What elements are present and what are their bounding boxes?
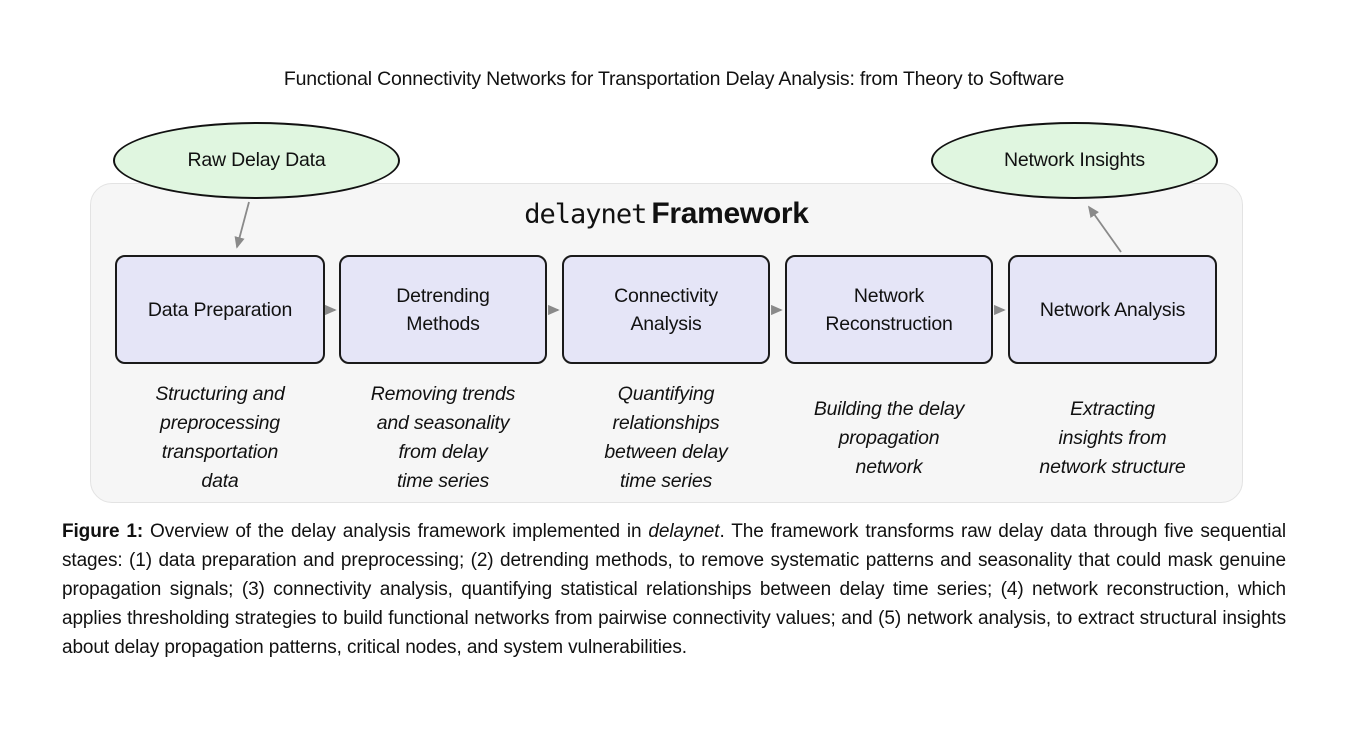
stage-box-connectivity-analysis: Connectivity Analysis — [562, 255, 770, 364]
caption-italic-term: delaynet — [648, 521, 720, 542]
stage-label: Data Preparation — [147, 298, 293, 321]
input-node-label: Raw Delay Data — [187, 149, 326, 171]
stage-description-connectivity-analysis: Quantifying relationships between delay … — [604, 383, 728, 492]
output-node-label: Network Insights — [1004, 149, 1145, 171]
stage-label: Network Analysis — [1039, 298, 1186, 321]
stage-label: Network Reconstruction — [825, 284, 953, 335]
stage-box-detrending-methods: Detrending Methods — [339, 255, 547, 364]
output-node-ellipse: Network Insights — [931, 122, 1218, 199]
caption-text-before: Overview of the delay analysis framework… — [143, 521, 649, 542]
stage-description-network-reconstruction: Building the delay propagation network — [813, 397, 965, 478]
stage-description-detrending-methods: Removing trends and seasonality from del… — [370, 383, 516, 492]
caption-label: Figure 1: — [62, 521, 144, 542]
stage-label: Connectivity Analysis — [614, 284, 718, 335]
figure-caption: Figure 1: Overview of the delay analysis… — [62, 517, 1286, 662]
paper-title: Functional Connectivity Networks for Tra… — [283, 68, 1065, 90]
framework-word-bold: Framework — [651, 197, 809, 230]
framework-name-mono: delaynet — [524, 199, 647, 230]
caption-text-after: . The framework transforms raw delay dat… — [62, 521, 1286, 658]
stage-label: Detrending Methods — [396, 284, 490, 335]
stage-box-data-preparation: Data Preparation — [115, 255, 325, 364]
stage-description-network-analysis: Extracting insights from network structu… — [1039, 397, 1186, 478]
stage-box-network-reconstruction: Network Reconstruction — [785, 255, 993, 364]
stage-description-data-preparation: Structuring and preprocessing transporta… — [155, 383, 285, 492]
stage-box-network-analysis: Network Analysis — [1008, 255, 1217, 364]
input-node-ellipse: Raw Delay Data — [113, 122, 400, 199]
